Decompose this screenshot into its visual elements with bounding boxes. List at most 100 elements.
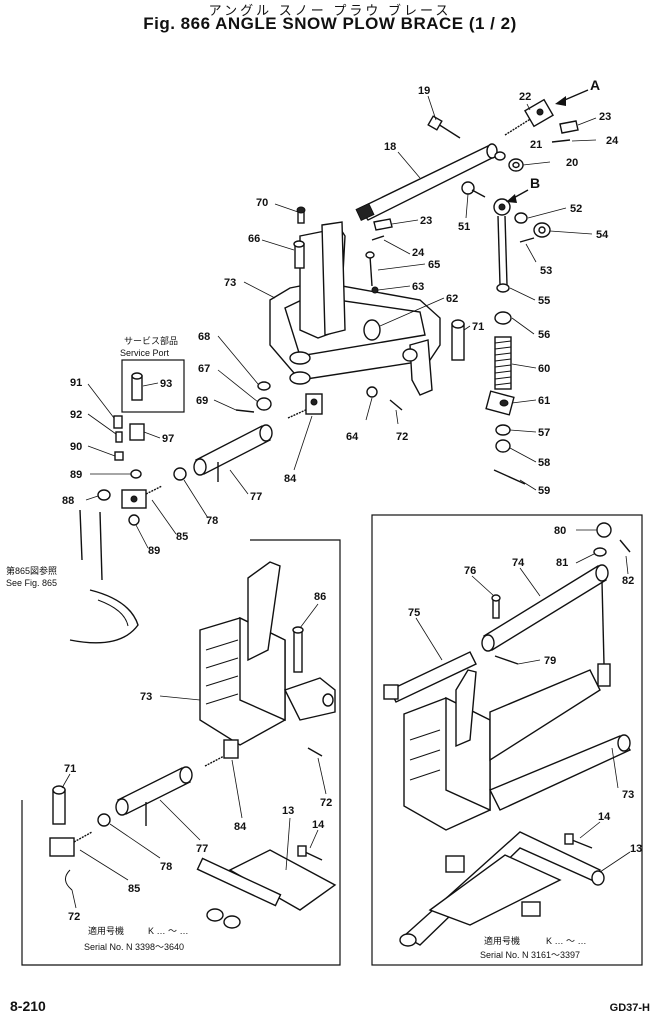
see-fig-jp: 第865図参照: [6, 565, 57, 576]
label-89: 89: [148, 545, 160, 557]
label-58: 58: [538, 457, 550, 469]
part-labels: 19 22 23 21 24 20 18 70 23 24 66 65 63 5…: [6, 77, 642, 960]
label-88: 88: [62, 495, 74, 507]
washer-81: [593, 547, 607, 557]
arm-74: [481, 564, 611, 687]
mount-frame-73-right: [403, 669, 632, 831]
label-18: 18: [384, 141, 396, 153]
label-75: 75: [408, 607, 420, 619]
label-73: 73: [224, 277, 236, 289]
label-20: 20: [566, 157, 578, 169]
label-76: 76: [464, 565, 476, 577]
bolt-84-upper: [287, 393, 323, 419]
label-24: 24: [412, 247, 425, 259]
label-68: 68: [198, 331, 210, 343]
pin-70: [296, 206, 306, 224]
pin-23-mid: [373, 218, 393, 231]
label-91: 91: [70, 377, 82, 389]
service-port-jp: サービス部品: [124, 335, 178, 346]
washer-78-left: [97, 813, 111, 827]
label-23: 23: [420, 215, 432, 227]
label-84: 84: [234, 821, 247, 833]
upper-assembly: [69, 89, 589, 644]
label-57: 57: [538, 427, 550, 439]
label-78: 78: [206, 515, 218, 527]
label-52: 52: [570, 203, 582, 215]
label-63: 63: [412, 281, 424, 293]
nut-89-lower: [128, 514, 140, 526]
pin-65-shaft: [369, 255, 373, 287]
pin-71-upper: [451, 319, 465, 361]
label-72: 72: [68, 911, 80, 923]
label-97: 97: [162, 433, 174, 445]
serial-left-jp: 適用号機: [88, 925, 124, 936]
label-21: 21: [530, 139, 542, 151]
label-74: 74: [512, 557, 525, 569]
label-14: 14: [598, 811, 611, 823]
label-85: 85: [176, 531, 188, 543]
label-93: 93: [160, 378, 172, 390]
figure-title: Fig. 866 ANGLE SNOW PLOW BRACE (1 / 2): [143, 14, 517, 33]
washer-52: [514, 212, 528, 224]
label-82: 82: [622, 575, 634, 587]
bolt-51: [461, 181, 486, 198]
nut-80: [596, 522, 612, 538]
tube-77-upper: [193, 424, 273, 482]
label-85: 85: [128, 883, 140, 895]
model-code: GD37-H: [609, 1002, 650, 1014]
washer-68: [257, 381, 271, 391]
label-14: 14: [312, 819, 325, 831]
label-79: 79: [544, 655, 556, 667]
label-71: 71: [64, 763, 76, 775]
cotter-24-upper: [551, 139, 571, 143]
label-22: 22: [519, 91, 531, 103]
cotter-59: [493, 469, 526, 485]
serial-right-n: Serial No. N 3161～3397: [480, 950, 580, 960]
left-lower-panel: [21, 539, 341, 966]
blade-13-right: [399, 831, 605, 947]
label-59: 59: [538, 485, 550, 497]
clip-72-upper: [389, 399, 403, 411]
service-port-en: Service Port: [120, 348, 170, 358]
right-lower-panel: [371, 514, 643, 966]
clip-79: [494, 655, 519, 665]
label-55: 55: [538, 295, 550, 307]
spring-60: [494, 336, 512, 390]
serial-left-k: K … ～ …: [148, 926, 189, 936]
label-73: 73: [622, 789, 634, 801]
arrow-b-label: B: [530, 175, 540, 191]
blade-13-left: [196, 849, 337, 929]
service-port-box: [121, 359, 185, 413]
brace-bar-18: [355, 143, 498, 222]
label-86: 86: [314, 591, 326, 603]
pin-76: [491, 594, 501, 619]
nut-58: [495, 439, 511, 453]
label-56: 56: [538, 329, 550, 341]
see-fig-en: See Fig. 865: [6, 578, 57, 588]
label-78: 78: [160, 861, 172, 873]
label-60: 60: [538, 363, 550, 375]
bolt-14-left: [297, 845, 323, 861]
label-19: 19: [418, 85, 430, 97]
label-84: 84: [284, 473, 297, 485]
bolt-14-right: [564, 833, 593, 849]
fitting-91: [113, 415, 123, 429]
bolt-19: [427, 115, 461, 139]
label-80: 80: [554, 525, 566, 537]
label-92: 92: [70, 409, 82, 421]
label-72: 72: [396, 431, 408, 443]
washer-57: [495, 424, 511, 436]
washer-56: [494, 311, 512, 325]
label-51: 51: [458, 221, 470, 233]
mount-frame-73-left: [199, 561, 336, 746]
label-73: 73: [140, 691, 152, 703]
label-13: 13: [630, 843, 642, 855]
pin-65-head: [365, 251, 375, 259]
label-67: 67: [198, 363, 210, 375]
clevis-85-upper: [121, 485, 163, 509]
label-64: 64: [346, 431, 359, 443]
arrow-b-head: [506, 194, 517, 203]
nut-89-upper: [130, 469, 142, 479]
nut-64: [366, 386, 378, 398]
